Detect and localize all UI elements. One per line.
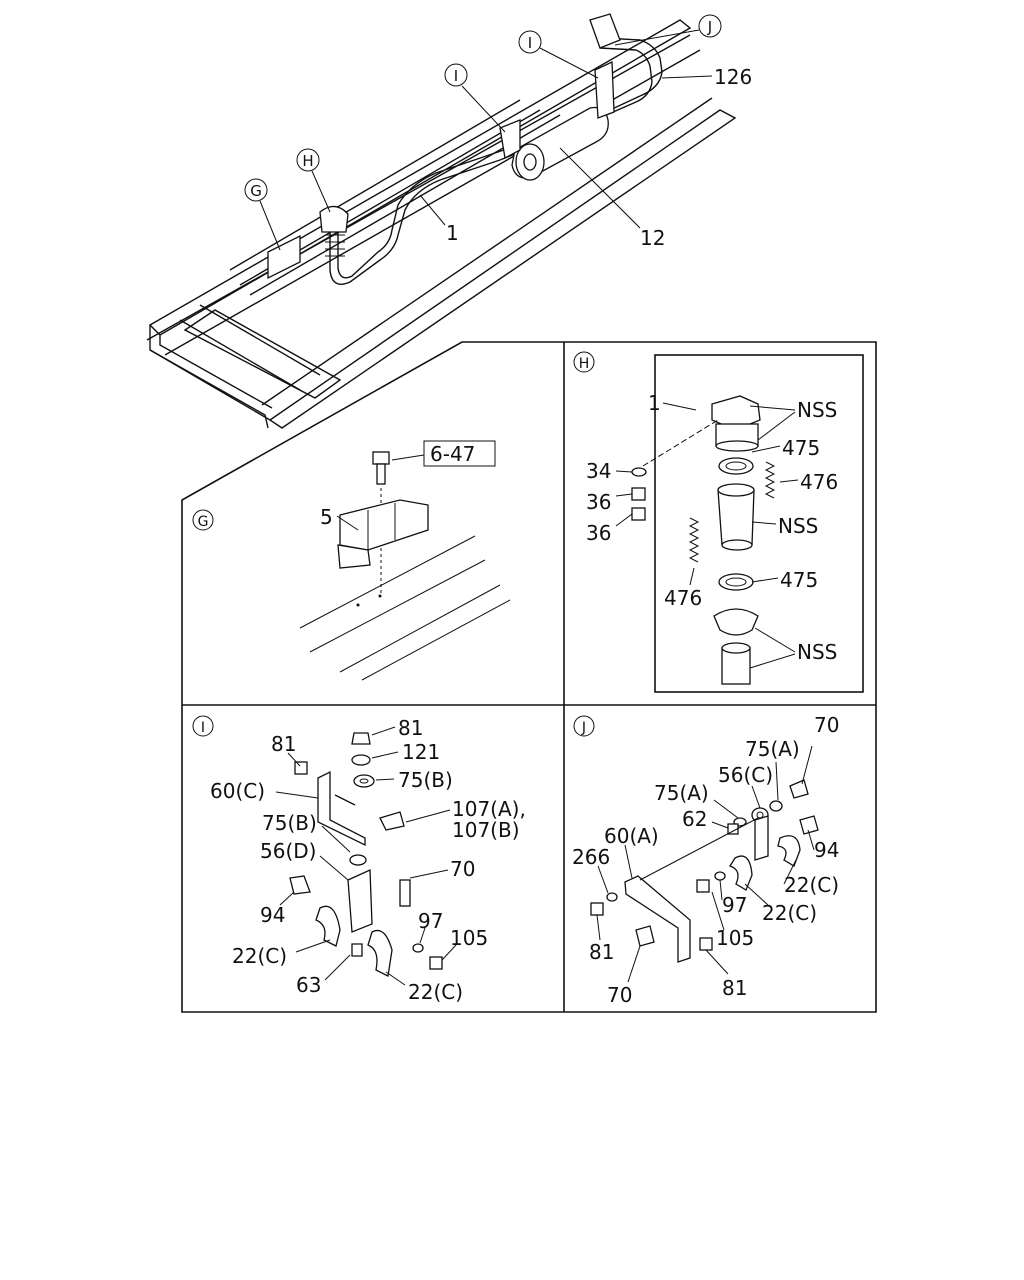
overview-drawing: G H I I J 126 1 xyxy=(146,13,752,429)
panel-g-bracket xyxy=(337,499,429,569)
panel-i-label-81-top: 81 xyxy=(398,716,423,740)
panel-i-label-22c-right: 22(C) xyxy=(408,980,463,1004)
panel-i-label-56d: 56(D) xyxy=(260,839,316,863)
overview-callout-i1-text: I xyxy=(454,67,458,85)
panel-h-cone xyxy=(713,608,759,685)
panel-i-label-60c: 60(C) xyxy=(210,779,265,803)
panel-i-label-75b-left: 75(B) xyxy=(262,811,317,835)
panel-h-label-nss-3: NSS xyxy=(797,640,837,664)
panel-g-label-5: 5 xyxy=(320,505,333,529)
panel-g-ref-box xyxy=(423,440,496,467)
panel-j-label-75a-left: 75(A) xyxy=(654,781,709,805)
panel-j-label-266: 266 xyxy=(572,845,610,869)
overview-label-12-text: 12 xyxy=(640,226,665,250)
panel-j-label-62: 62 xyxy=(682,807,707,831)
panel-h-ring-upper xyxy=(718,457,754,475)
panel-h-flange xyxy=(711,395,761,452)
panel-h-label-36a: 36 xyxy=(586,490,611,514)
panel-i: I 81 81 121 75(B) 60(C) xyxy=(192,715,526,1004)
panel-h-letter: H xyxy=(579,356,590,372)
panel-i-label-97: 97 xyxy=(418,909,443,933)
hanger-brackets xyxy=(267,13,621,280)
panel-j-label-97: 97 xyxy=(722,893,747,917)
detail-panel-frames xyxy=(181,341,877,1013)
panel-i-letter: I xyxy=(201,720,205,736)
panel-j-label-70-top: 70 xyxy=(814,713,839,737)
panel-h-sleeve xyxy=(717,483,755,551)
overview-label-12: 12 xyxy=(559,147,665,250)
panel-j-label-56c: 56(C) xyxy=(718,763,773,787)
overview-callout-g: G xyxy=(244,178,281,251)
panel-i-label-121: 121 xyxy=(402,740,440,764)
panel-i-label-81-left: 81 xyxy=(271,732,296,756)
panel-g-ref-text: 6-47 xyxy=(430,442,475,466)
overview-label-126-text: 126 xyxy=(714,65,752,89)
panel-i-label-75b-top: 75(B) xyxy=(398,768,453,792)
panel-h-washer-34 xyxy=(631,467,647,477)
panel-g-letter: G xyxy=(198,514,209,530)
overview-label-1: 1 xyxy=(419,194,459,245)
panel-h-ring-lower xyxy=(718,573,754,591)
overview-callout-i2-text: I xyxy=(528,34,532,52)
panel-h-label-nss-2: NSS xyxy=(778,514,818,538)
panel-j-label-70-bottom: 70 xyxy=(607,983,632,1007)
overview-callout-h: H xyxy=(296,148,331,213)
panel-h-label-476-lower: 476 xyxy=(664,586,702,610)
panel-i-label-107b: 107(B) xyxy=(452,818,520,842)
overview-callout-j-text: J xyxy=(707,18,712,36)
panel-j-label-81-left: 81 xyxy=(589,940,614,964)
panel-i-label-94: 94 xyxy=(260,903,285,927)
panel-g: G 6-47 5 xyxy=(192,440,511,681)
panel-j-label-75a-top: 75(A) xyxy=(745,737,800,761)
panel-h-label-36b: 36 xyxy=(586,521,611,545)
exhaust-pipe xyxy=(329,37,663,285)
panel-h-nut-36a xyxy=(631,487,646,501)
panel-h-label-nss-1: NSS xyxy=(797,398,837,422)
panel-i-label-107a: 107(A), xyxy=(452,797,526,821)
panel-h-label-34: 34 xyxy=(586,459,611,483)
panel-j-parts xyxy=(590,779,819,963)
overview-label-1-text: 1 xyxy=(446,221,459,245)
panel-h-label-475-lower: 475 xyxy=(780,568,818,592)
panel-j-label-60a: 60(A) xyxy=(604,824,659,848)
panel-j: J 70 75(A) 75(A) 56(C) xyxy=(572,713,839,1007)
chassis-frame-rails xyxy=(146,19,737,429)
panel-i-label-70: 70 xyxy=(450,857,475,881)
panel-h-label-1: 1 xyxy=(648,391,661,415)
panel-j-label-22c-upper: 22(C) xyxy=(784,873,839,897)
overview-callout-i-1: I xyxy=(444,63,506,133)
panel-h-springs xyxy=(688,461,776,563)
overview-callout-g-text: G xyxy=(250,182,262,200)
overview-callout-h-text: H xyxy=(302,152,313,170)
panel-i-parts xyxy=(289,732,443,977)
panel-j-label-105: 105 xyxy=(716,926,754,950)
panel-g-bolt xyxy=(372,451,390,485)
panel-j-label-22c-lower: 22(C) xyxy=(762,901,817,925)
panel-h-label-476-upper: 476 xyxy=(800,470,838,494)
panel-j-label-94: 94 xyxy=(814,838,839,862)
panel-j-letter: J xyxy=(581,720,586,736)
overview-label-126: 126 xyxy=(661,65,752,89)
overview-callout-i-2: I xyxy=(518,30,599,79)
overview-callout-j: J xyxy=(614,14,722,46)
panel-i-label-22c-left: 22(C) xyxy=(232,944,287,968)
panel-i-label-105: 105 xyxy=(450,926,488,950)
panel-j-label-81-right: 81 xyxy=(722,976,747,1000)
panel-h-label-475-upper: 475 xyxy=(782,436,820,460)
panel-i-label-63: 63 xyxy=(296,973,321,997)
panel-h-nut-36b xyxy=(631,507,646,521)
panel-h: H xyxy=(573,351,864,693)
panel-h-inner-frame xyxy=(654,354,864,693)
